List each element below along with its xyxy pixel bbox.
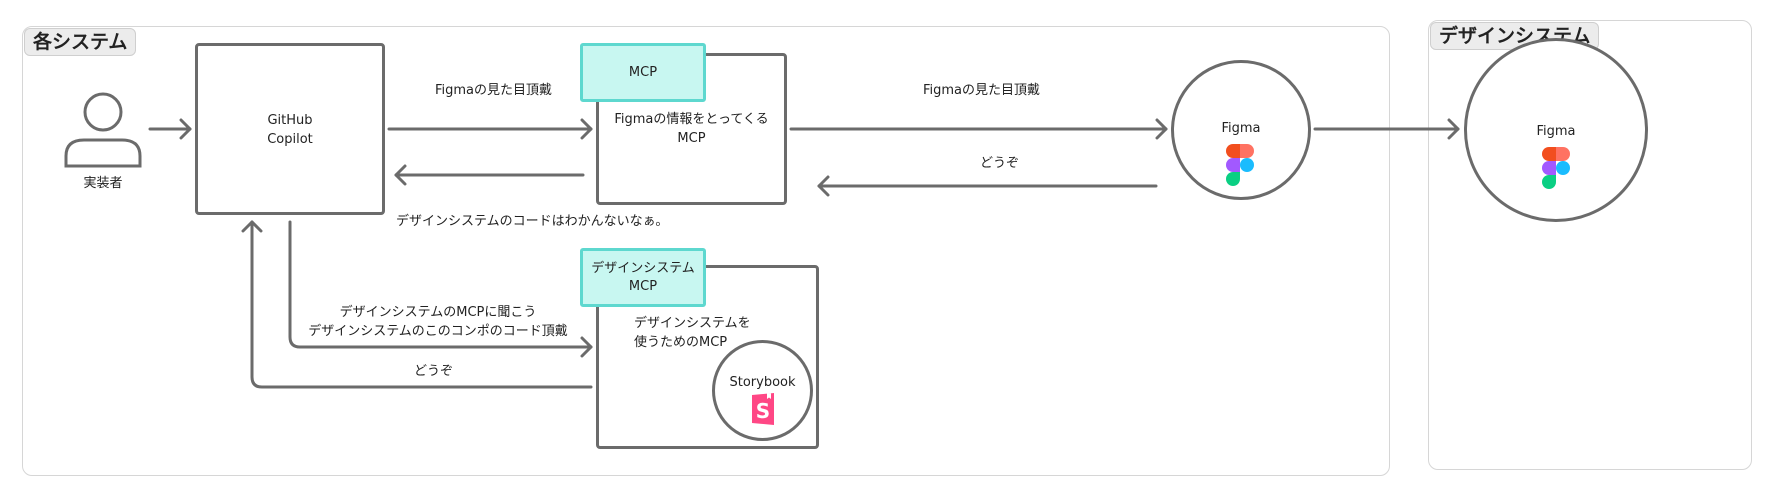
- ds-mcp-tag-line1: デザインシステム: [591, 260, 695, 276]
- arrow-copilot-to-ds-mcp: [288, 220, 593, 349]
- arrow-ds-mcp-to-copilot: [250, 220, 593, 389]
- edge-label-copilot-to-ds-line2: デザインシステムのこのコンポのコード頂戴: [308, 324, 568, 339]
- svg-text:S: S: [756, 399, 770, 423]
- storybook-label: Storybook: [729, 375, 796, 390]
- implementer-label: 実装者: [83, 176, 123, 191]
- edge-label-copilot-to-mcp: Figmaの見た目頂戴: [435, 83, 553, 98]
- copilot-label-line2: Copilot: [267, 132, 313, 147]
- figma-mcp-tag-label: MCP: [628, 64, 658, 80]
- design-system-figma-node: [1464, 38, 1648, 222]
- figma-node: [1171, 60, 1311, 200]
- copilot-note: デザインシステムのコードはわかんないなぁ。: [396, 214, 669, 229]
- figma-mcp-tag: MCP: [580, 43, 706, 102]
- edge-label-figma-to-mcp: どうぞ: [980, 156, 1020, 171]
- figma-logo-icon: [1226, 144, 1254, 186]
- section-systems-title: 各システム: [24, 28, 137, 56]
- ds-mcp-desc-line1: デザインシステムを: [634, 316, 751, 331]
- storybook-node: [712, 340, 813, 441]
- copilot-label-line1: GitHub: [267, 113, 313, 128]
- figma-logo-icon: [1542, 147, 1570, 189]
- design-system-figma-label: Figma: [1536, 124, 1576, 139]
- figma-node-label: Figma: [1221, 121, 1261, 136]
- ds-mcp-desc-line2: 使うためのMCP: [634, 335, 728, 350]
- copilot-box: [195, 43, 385, 215]
- figma-mcp-desc-line2: MCP: [677, 131, 706, 146]
- figma-mcp-desc-line1: Figmaの情報をとってくる: [614, 112, 769, 127]
- edge-label-ds-to-copilot: どうぞ: [414, 364, 454, 379]
- storybook-logo-icon: S: [752, 393, 774, 425]
- ds-mcp-tag-line2: MCP: [628, 278, 658, 294]
- person-icon: [64, 92, 142, 168]
- ds-mcp-tag: デザインシステム MCP: [580, 248, 706, 307]
- edge-label-copilot-to-ds-line1: デザインシステムのMCPに聞こう: [339, 305, 537, 320]
- edge-label-mcp-to-figma: Figmaの見た目頂戴: [923, 83, 1041, 98]
